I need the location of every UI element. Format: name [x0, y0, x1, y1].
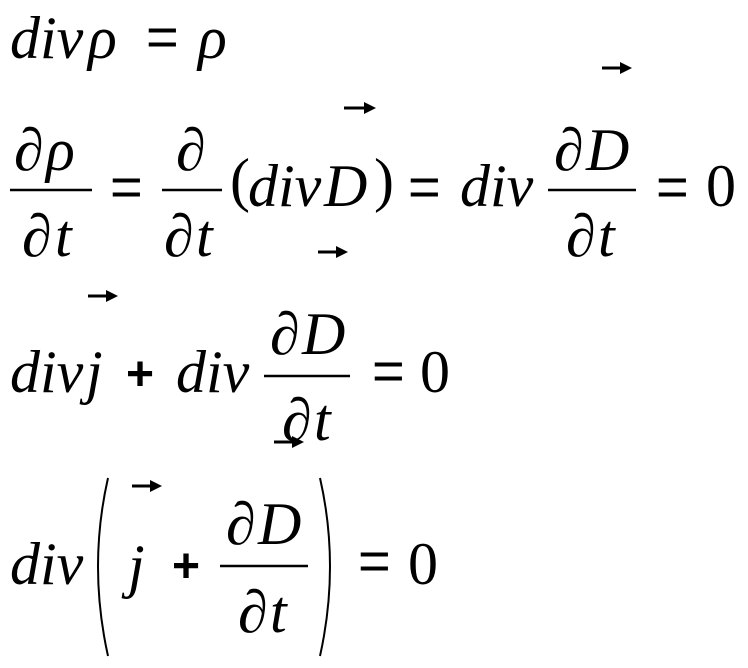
partial-symbol: ∂ — [226, 491, 256, 557]
div-operator: div — [10, 5, 84, 71]
vector-arrow — [344, 102, 376, 114]
partial-symbol: ∂ — [164, 203, 194, 269]
D-vector: D — [257, 491, 301, 557]
div-operator: div — [10, 339, 84, 405]
vector-arrow — [88, 290, 118, 302]
partial-symbol: ∂ — [554, 117, 584, 183]
plus-sign: + — [172, 540, 200, 593]
equation-3: div j + div ∂ D ∂ t = 0 — [10, 246, 450, 453]
rho-symbol: ρ — [44, 117, 75, 183]
partial-symbol: ∂ — [14, 117, 44, 183]
j-vector: j — [121, 533, 145, 599]
partial-symbol: ∂ — [270, 301, 300, 367]
div-operator: div — [460, 153, 534, 219]
partial-symbol: ∂ — [238, 579, 268, 645]
right-paren — [319, 477, 331, 657]
equation-2: ∂ ρ ∂ t = ∂ ∂ t ( div D ) = div ∂ D ∂ t … — [10, 62, 736, 269]
right-paren: ) — [374, 147, 394, 213]
vector-arrow — [132, 480, 162, 492]
t-variable: t — [598, 203, 616, 269]
t-variable: t — [270, 579, 288, 645]
partial-symbol: ∂ — [176, 117, 206, 183]
zero: 0 — [408, 531, 438, 597]
equals-sign: = — [110, 155, 143, 218]
rho-symbol: ρ — [196, 5, 227, 71]
partial-symbol: ∂ — [566, 203, 596, 269]
left-paren — [97, 477, 109, 657]
equals-sign: = — [372, 339, 405, 402]
vector-arrow — [318, 246, 348, 258]
vector-arrow — [602, 62, 632, 74]
t-variable: t — [55, 203, 73, 269]
equals-sign: = — [358, 529, 391, 592]
t-variable: t — [196, 203, 214, 269]
equation-4: div j + ∂ D ∂ t = 0 — [10, 436, 438, 657]
rho-symbol: ρ — [86, 5, 117, 71]
partial-symbol: ∂ — [22, 203, 52, 269]
equation-1: div ρ = ρ — [10, 5, 227, 71]
left-paren: ( — [230, 147, 250, 213]
equals-sign: = — [146, 5, 179, 68]
equals-sign: = — [656, 155, 689, 218]
D-vector: D — [585, 117, 629, 183]
t-variable: t — [314, 387, 332, 453]
div-operator: div — [176, 339, 250, 405]
zero: 0 — [706, 153, 736, 219]
div-operator: div — [10, 531, 84, 597]
equals-sign: = — [408, 155, 441, 218]
D-vector: D — [323, 153, 367, 219]
D-vector: D — [301, 301, 345, 367]
zero: 0 — [420, 339, 450, 405]
div-operator: div — [248, 153, 322, 219]
plus-sign: + — [126, 348, 154, 401]
vector-arrow — [274, 436, 304, 448]
